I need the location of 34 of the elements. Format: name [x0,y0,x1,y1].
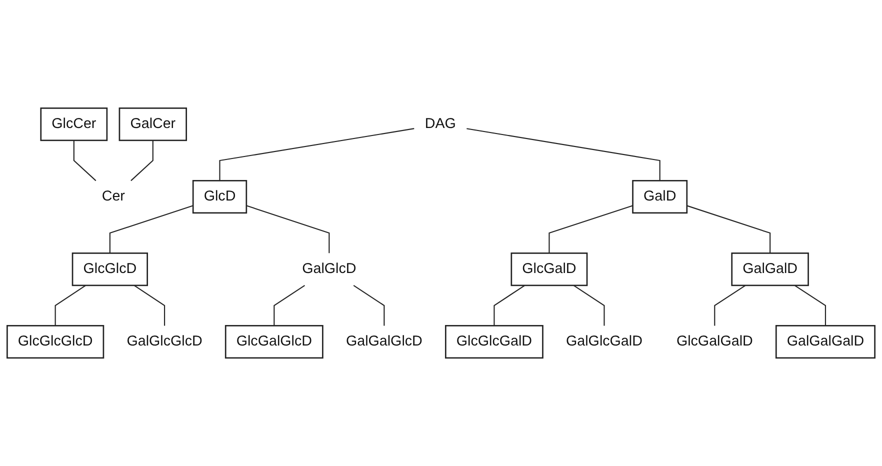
connector [573,284,605,326]
connector [54,284,86,326]
connector [130,140,154,182]
node-text: GalGlcGlcD [126,334,202,349]
connector [73,140,96,182]
connector [794,284,826,326]
node-text: GalGlcD [302,261,356,276]
connector [548,205,633,254]
connector [134,284,166,326]
connector [494,284,526,326]
connector [466,128,660,181]
connector [246,205,330,254]
node-box: GalGalGalD [775,324,876,359]
node-text: GalGlcGalD [566,334,642,349]
node-text: DAG [424,116,456,132]
node-box: GlcGlcD [72,252,148,286]
connector [686,205,771,254]
node-box: GlcGlcGlcD [6,324,104,359]
node-box: GlcD [192,180,248,214]
connector [219,128,414,181]
node-box: GalGalD [731,252,809,286]
node-box: GlcGalD [510,252,588,286]
node-box: GalCer [118,107,187,142]
connector [274,284,306,326]
connector [353,284,385,326]
connector [109,205,194,254]
node-text: Cer [102,188,125,204]
connector [714,284,746,326]
node-text: GlcGalGalD [676,334,753,349]
node-box: GlcGalGlcD [224,324,324,359]
node-box: GlcCer [40,107,108,142]
node-text: GalGalGlcD [346,334,422,349]
node-box: GalD [632,180,688,214]
node-box: GlcGlcGalD [444,324,544,359]
